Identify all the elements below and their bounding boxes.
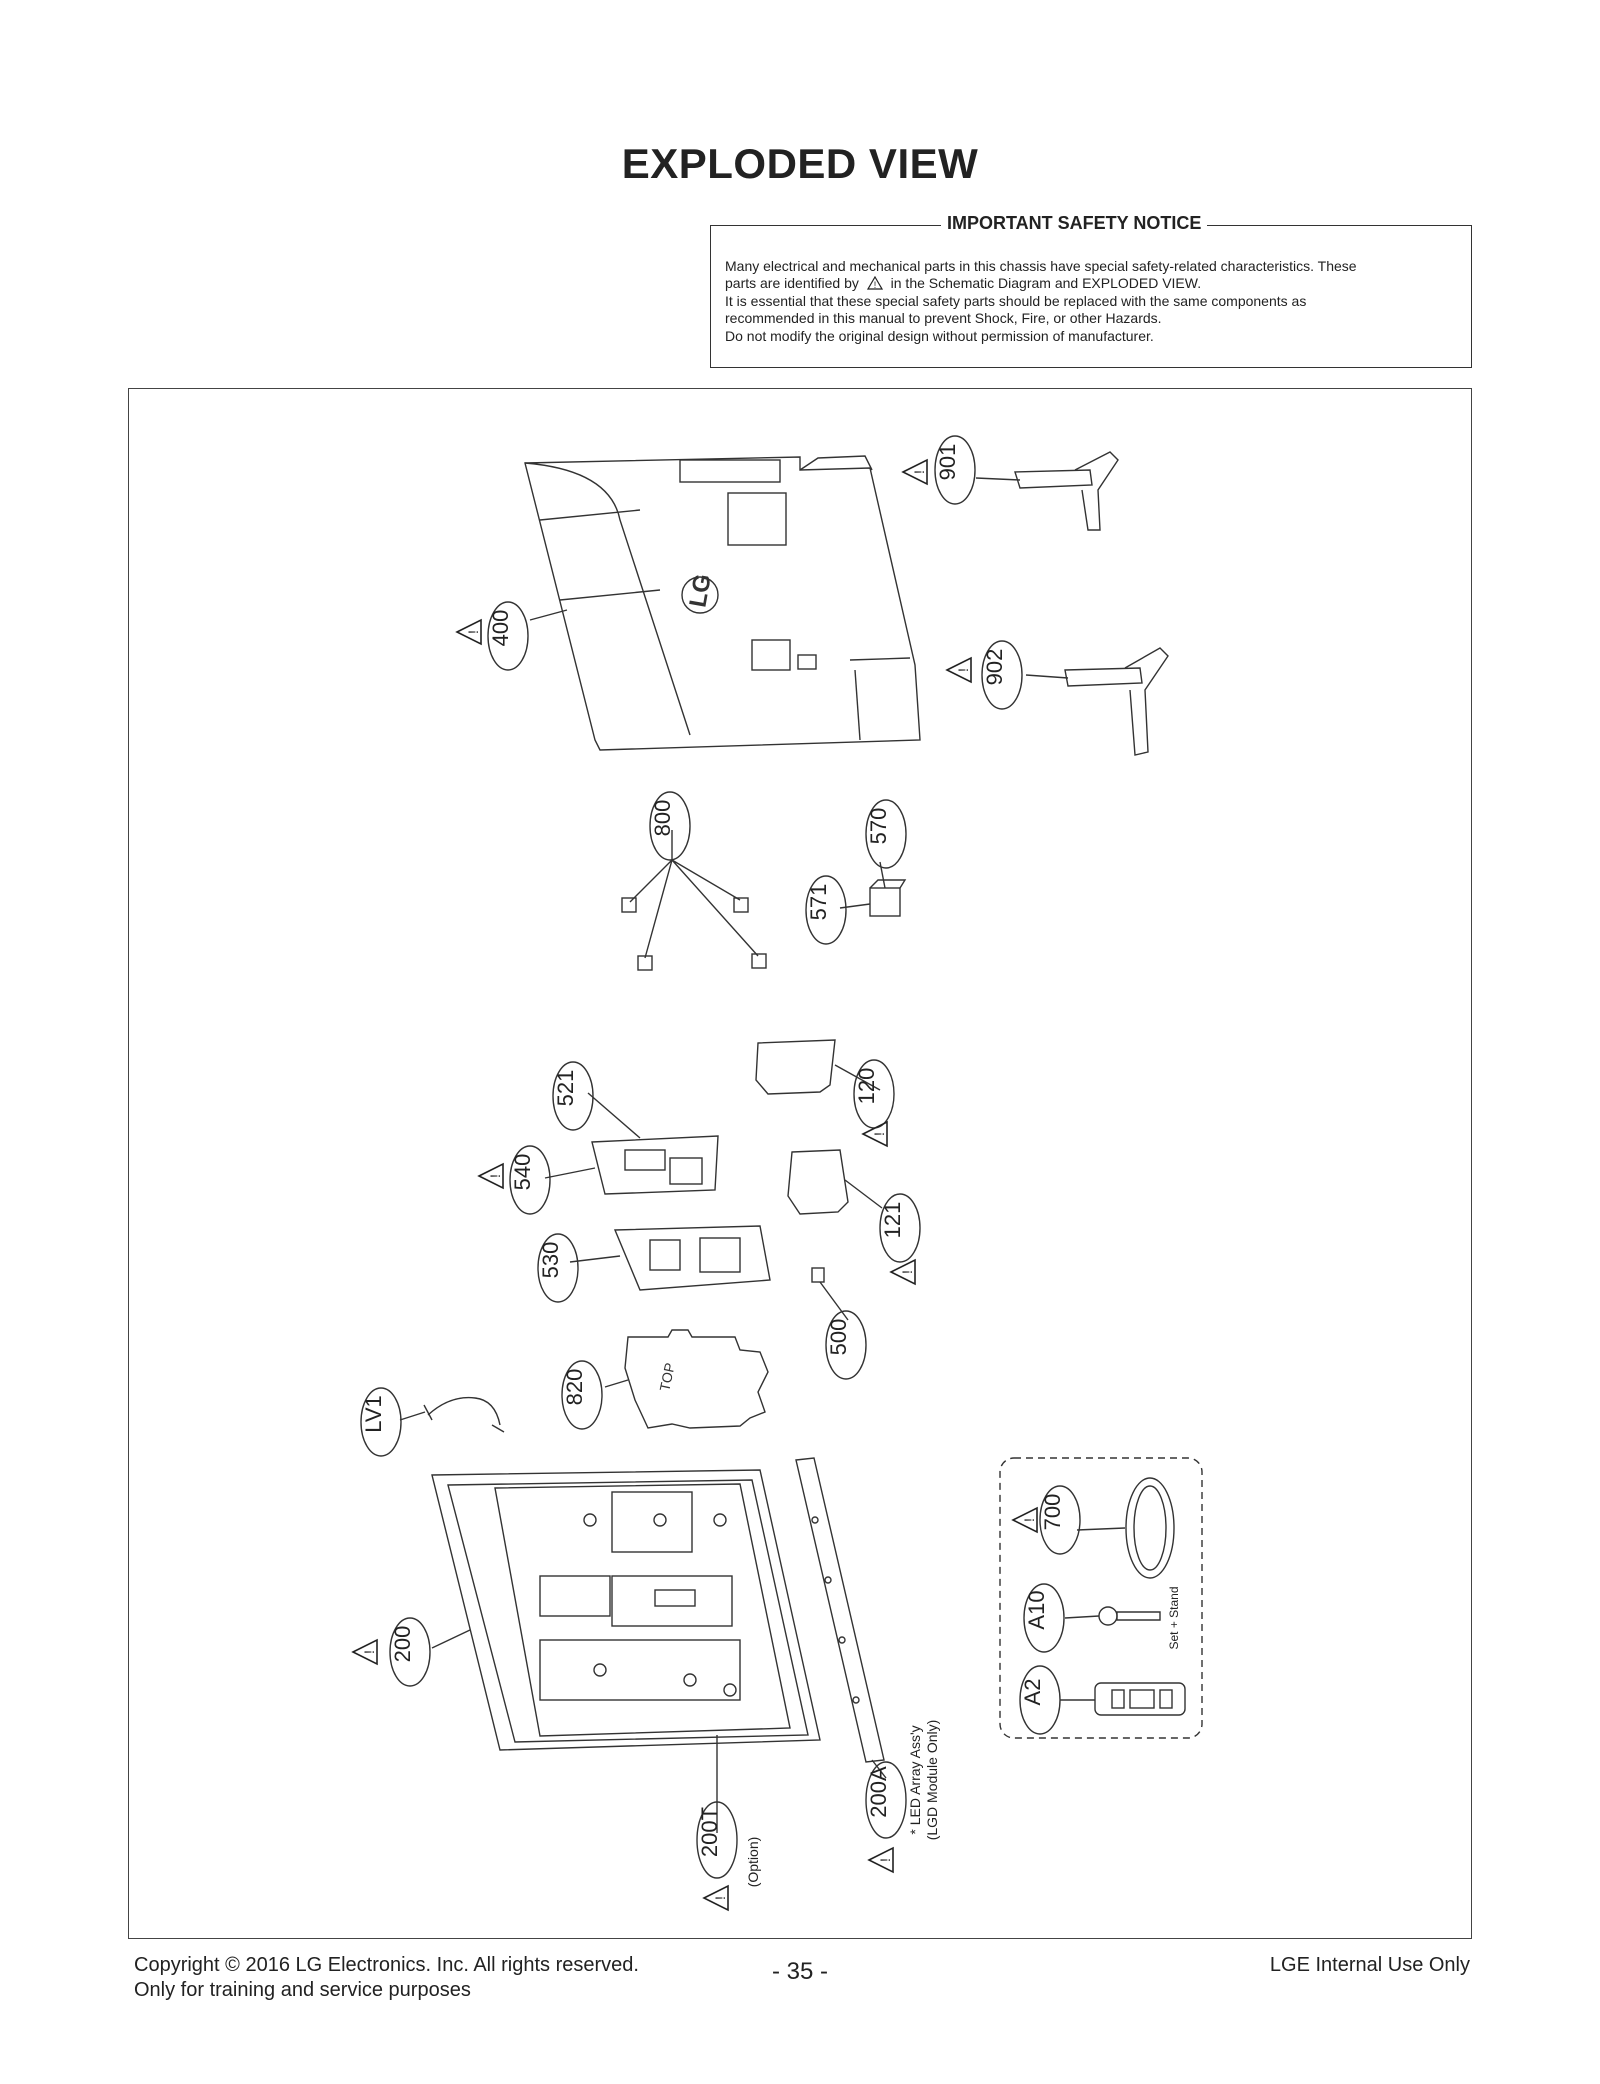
warning-triangle-icon <box>902 459 928 485</box>
screws-800-part <box>621 859 767 971</box>
balloon-A2 <box>1019 1665 1061 1735</box>
label-901: 901 <box>935 444 960 481</box>
balloon-902 <box>981 640 1023 710</box>
label-200: 200 <box>390 1626 415 1663</box>
power-board-530 <box>613 1225 771 1291</box>
notice-line-4: recommended in this manual to prevent Sh… <box>725 310 1162 327</box>
led-note-line-2: (LGD Module Only) <box>924 1720 940 1841</box>
label-540: 540 <box>510 1154 535 1191</box>
notice-line-5: Do not modify the original design withou… <box>725 327 1154 344</box>
balloon-540 <box>509 1145 551 1215</box>
part-121 <box>787 1149 849 1215</box>
label-521: 521 <box>553 1070 578 1107</box>
page-title: EXPLODED VIEW <box>621 140 979 187</box>
warning-triangle-icon <box>478 1163 504 1189</box>
label-500: 500 <box>826 1319 851 1356</box>
part-120 <box>755 1039 836 1095</box>
label-200A: 200A <box>866 1766 891 1818</box>
lg-logo-text: LG <box>684 572 716 610</box>
balloon-200T <box>696 1801 738 1879</box>
label-530: 530 <box>538 1242 563 1279</box>
balloon-500 <box>825 1310 867 1380</box>
balloon-400 <box>487 601 529 671</box>
notice-line-2: parts are identified by ! in the Schemat… <box>725 275 1457 292</box>
warning-triangle-icon: ! <box>866 276 883 290</box>
balloon-820 <box>561 1360 603 1430</box>
label-121: 121 <box>880 1202 905 1239</box>
balloon-901 <box>934 435 976 505</box>
label-800: 800 <box>650 800 675 837</box>
led-note-line-1: * LED Array Ass'y <box>907 1725 923 1834</box>
stand-902-part <box>1064 647 1169 756</box>
safety-notice-body: Many electrical and mechanical parts in … <box>725 258 1457 345</box>
label-820: 820 <box>562 1369 587 1406</box>
label-902: 902 <box>982 649 1007 686</box>
label-LV1: LV1 <box>361 1395 386 1433</box>
option-note: (Option) <box>745 1837 761 1888</box>
insulator-sheet-820 <box>624 1329 769 1429</box>
warning-triangle-icon <box>868 1847 894 1873</box>
panel-module-200 <box>431 1469 821 1751</box>
back-cover-part <box>524 455 921 751</box>
balloon-800 <box>649 791 691 861</box>
page-number: - 35 - <box>771 1958 828 1985</box>
stand-901-part <box>1014 451 1119 531</box>
balloon-571 <box>805 875 847 945</box>
remote-A2 <box>1094 1682 1186 1716</box>
copyright-text: Copyright © 2016 LG Electronics. Inc. Al… <box>134 1954 639 1976</box>
power-cord-700 <box>1125 1477 1175 1579</box>
warning-triangle-icon <box>352 1639 378 1665</box>
balloon-700 <box>1039 1485 1081 1555</box>
label-570: 570 <box>866 808 891 845</box>
warning-triangle-icon <box>946 657 972 683</box>
balloon-570 <box>865 799 907 869</box>
internal-use-text: LGE Internal Use Only <box>1269 1954 1470 1976</box>
led-bar-200A <box>795 1457 885 1763</box>
set-stand-note: Set + Stand <box>1167 1586 1181 1649</box>
balloon-521 <box>552 1061 594 1131</box>
safety-notice-box: IMPORTANT SAFETY NOTICE Many electrical … <box>710 213 1472 368</box>
main-board-521-540 <box>591 1135 719 1195</box>
accessories-box <box>999 1457 1203 1739</box>
warning-triangle-icon <box>703 1885 729 1911</box>
label-700: 700 <box>1040 1494 1065 1531</box>
label-400: 400 <box>488 610 513 647</box>
safety-notice-heading: IMPORTANT SAFETY NOTICE <box>941 213 1208 234</box>
balloon-LV1 <box>360 1387 402 1457</box>
svg-text:!: ! <box>873 280 876 290</box>
balloon-121 <box>879 1193 921 1263</box>
warning-triangle-icon <box>890 1259 916 1285</box>
cable-LV1 <box>423 1396 505 1433</box>
notice-line-3: It is essential that these special safet… <box>725 292 1307 309</box>
balloon-200 <box>389 1617 431 1687</box>
balloon-A10 <box>1023 1583 1065 1653</box>
notice-line-2-end: in the Schematic Diagram and EXPLODED VI… <box>890 275 1202 292</box>
notice-line-1: Many electrical and mechanical parts in … <box>725 258 1357 274</box>
label-120: 120 <box>854 1068 879 1105</box>
balloon-200A <box>865 1761 907 1839</box>
part-570-571 <box>869 879 907 917</box>
balloon-530 <box>537 1233 579 1303</box>
warning-triangle-icon <box>1012 1507 1038 1533</box>
part-500 <box>811 1267 825 1283</box>
label-A10: A10 <box>1024 1590 1049 1629</box>
label-571: 571 <box>806 884 831 921</box>
screw-A10 <box>1098 1606 1161 1626</box>
warning-icons <box>352 459 1038 1911</box>
diagram-frame <box>128 388 1472 1939</box>
warning-triangle-icon <box>456 619 482 645</box>
label-A2: A2 <box>1020 1679 1045 1706</box>
notice-line-2-start: parts are identified by <box>725 275 859 292</box>
training-text: Only for training and service purposes <box>134 1979 471 2001</box>
top-mark-text: TOP <box>656 1361 678 1392</box>
label-200T: 200T <box>697 1807 722 1857</box>
